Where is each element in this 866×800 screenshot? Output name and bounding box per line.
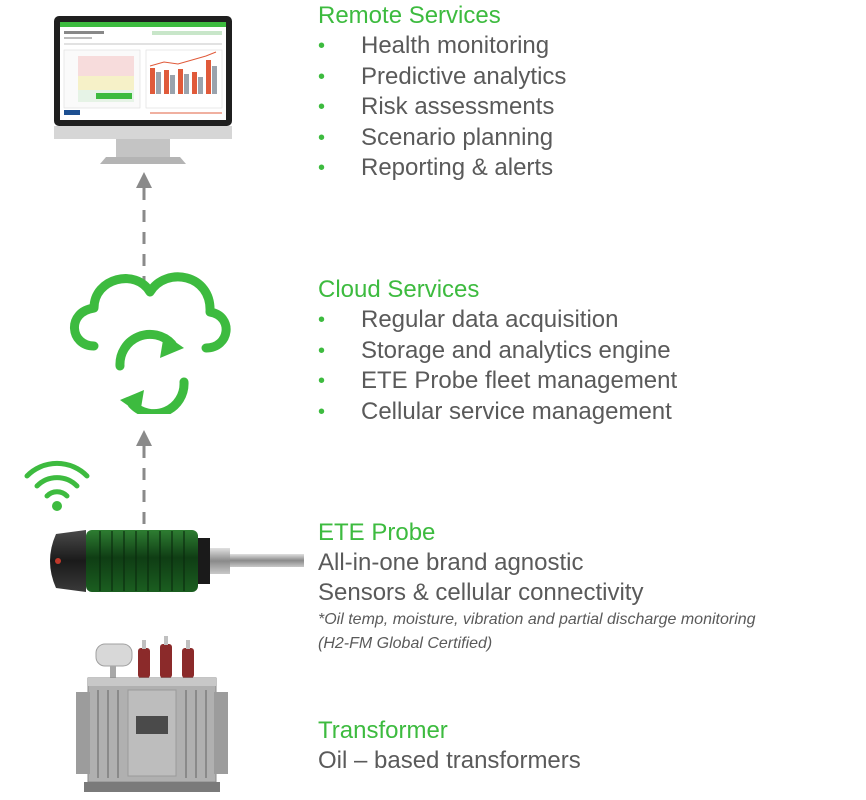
cloud-services-list: Regular data acquisition Storage and ana… xyxy=(318,305,677,427)
monitor-icon xyxy=(54,16,232,164)
list-item: Predictive analytics xyxy=(318,62,566,93)
ete-probe-note2: (H2-FM Global Certified) xyxy=(318,635,493,652)
list-item: Reporting & alerts xyxy=(318,153,566,184)
dashed-arrow-up-icon xyxy=(136,430,152,532)
transformer-line1: Oil – based transformers xyxy=(318,747,581,774)
list-item: Storage and analytics engine xyxy=(318,336,677,367)
ete-probe-title: ETE Probe xyxy=(318,519,436,546)
list-item: Scenario planning xyxy=(318,123,566,154)
cloud-services-title: Cloud Services xyxy=(318,276,480,303)
list-item: ETE Probe fleet management xyxy=(318,366,677,397)
ete-probe-note1: *Oil temp, moisture, vibration and parti… xyxy=(318,611,756,628)
transformer-icon xyxy=(76,636,228,792)
list-item: Health monitoring xyxy=(318,31,566,62)
list-item: Risk assessments xyxy=(318,92,566,123)
remote-services-list: Health monitoring Predictive analytics R… xyxy=(318,31,566,184)
dashed-arrow-up-icon xyxy=(136,172,152,282)
list-item: Regular data acquisition xyxy=(318,305,677,336)
ete-probe-line1: All-in-one brand agnostic xyxy=(318,549,584,576)
probe-icon xyxy=(50,530,304,592)
transformer-title: Transformer xyxy=(318,717,448,744)
ete-probe-line2: Sensors & cellular connectivity xyxy=(318,579,644,606)
remote-services-title: Remote Services xyxy=(318,2,501,29)
list-item: Cellular service management xyxy=(318,397,677,428)
wifi-icon xyxy=(24,460,90,511)
cloud-sync-icon xyxy=(70,272,231,414)
